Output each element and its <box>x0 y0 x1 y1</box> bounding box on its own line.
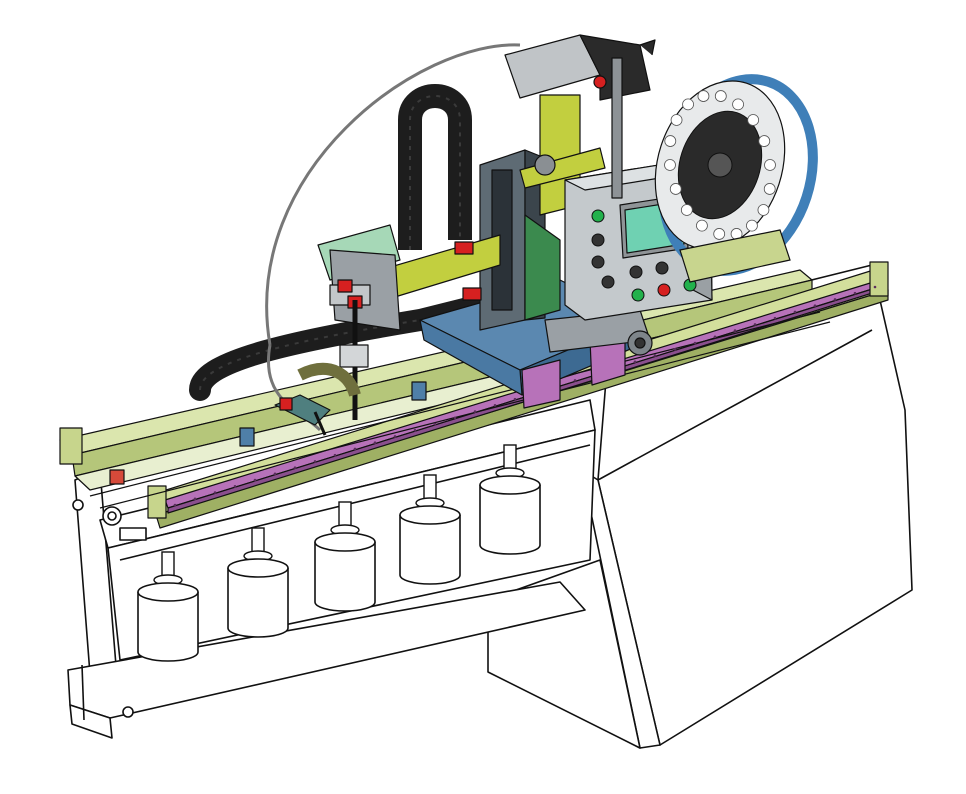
support-cylinder <box>479 444 541 555</box>
carriage <box>379 94 653 409</box>
drum-hole <box>682 98 694 111</box>
panel-button <box>591 233 605 247</box>
support-cylinder <box>227 527 289 638</box>
rack-hole <box>173 503 177 507</box>
support-cylinder <box>137 551 199 662</box>
rack-hole <box>413 428 417 432</box>
drum-hole <box>764 159 776 171</box>
wire-feed-hose <box>265 43 521 346</box>
wire-feeder <box>504 34 656 199</box>
drum-hole <box>696 219 708 232</box>
rack-hole <box>213 491 217 494</box>
drum-hole <box>758 135 771 147</box>
rack-hole <box>513 397 517 401</box>
support-cylinders <box>137 444 541 662</box>
drum-hole <box>732 98 744 111</box>
support-cylinder <box>314 501 376 612</box>
rack-hole <box>373 441 377 445</box>
base-cabinet <box>487 264 913 749</box>
rack-hole <box>733 329 737 332</box>
panel-button <box>629 265 643 279</box>
rack-hole <box>293 466 297 469</box>
panel-button <box>591 209 605 223</box>
rack-hole <box>393 435 397 438</box>
rack-hole <box>273 472 277 476</box>
drum-hole <box>746 219 758 232</box>
rack-hole <box>233 485 237 488</box>
rack-hole <box>333 453 337 457</box>
rack-hole <box>713 335 717 339</box>
rack-hole <box>253 478 257 482</box>
panel-button <box>601 275 615 289</box>
rack-hole <box>433 422 437 426</box>
rack-hole <box>633 360 637 364</box>
support-cylinder <box>399 474 461 585</box>
rack-hole <box>573 379 577 382</box>
rack-hole <box>833 298 837 301</box>
drum-hole <box>664 159 676 171</box>
drum-hole <box>763 183 776 195</box>
torch-assembly <box>274 224 401 436</box>
drum-hole <box>713 228 726 240</box>
drum-hole <box>714 90 727 102</box>
rack-hole <box>673 347 677 351</box>
panel-button <box>631 288 645 302</box>
drum-hole <box>697 90 710 102</box>
rack-hole <box>193 497 197 501</box>
panel-button <box>657 283 671 297</box>
drum-hole <box>680 204 693 216</box>
rack-hole <box>773 316 777 320</box>
rack-hole <box>793 310 797 314</box>
rack-hole <box>693 341 697 345</box>
panel-button <box>591 255 605 269</box>
drum-hole <box>747 114 760 126</box>
rack-hole <box>813 304 817 307</box>
rack-hole <box>753 323 757 326</box>
panel-button <box>655 261 669 275</box>
rack-hole <box>853 291 857 295</box>
rack-hole <box>473 410 477 413</box>
wire-drum-icon <box>654 74 818 276</box>
rack-hole <box>313 460 317 463</box>
drum-hole <box>669 183 682 195</box>
rack-hole <box>873 285 877 289</box>
drum-hole <box>757 204 770 216</box>
drum-hole <box>664 135 677 147</box>
drum-hole <box>670 114 683 126</box>
rack-hole <box>353 447 357 451</box>
rack-hole <box>493 404 497 407</box>
rack-hole <box>653 354 657 357</box>
rack-hole <box>453 416 457 420</box>
